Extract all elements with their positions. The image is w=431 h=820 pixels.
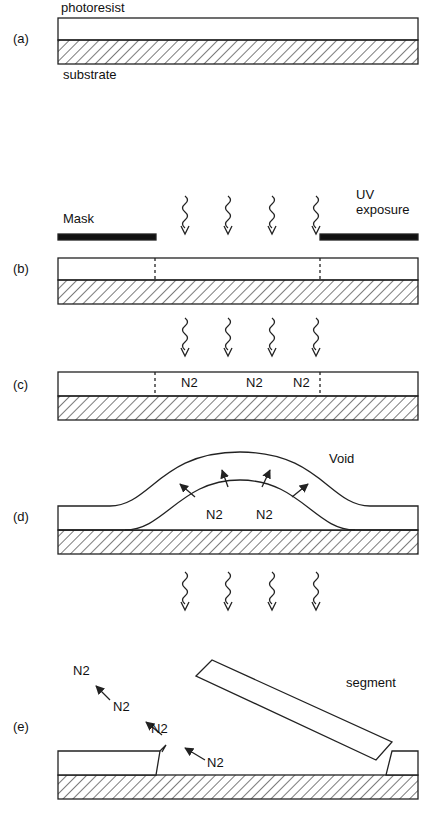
part-name: Mask xyxy=(62,212,95,227)
step-letter: (e) xyxy=(12,720,30,735)
step-letter: (c) xyxy=(12,378,29,393)
region-name: Void xyxy=(328,452,355,467)
gas-label: N2 xyxy=(205,508,224,523)
layer-name: substrate xyxy=(62,68,117,83)
gas-label: N2 xyxy=(292,376,311,391)
gas-label: N2 xyxy=(72,664,91,679)
step-letter: (a) xyxy=(12,32,30,47)
gas-label: N2 xyxy=(206,756,225,771)
step-letter: (b) xyxy=(12,262,30,277)
part-name: UV exposure xyxy=(355,188,427,218)
gas-label: N2 xyxy=(150,722,169,737)
gas-label: N2 xyxy=(112,700,131,715)
gas-label: N2 xyxy=(245,376,264,391)
part-name: segment xyxy=(345,676,397,691)
gas-label: N2 xyxy=(255,508,274,523)
gas-label: N2 xyxy=(180,376,199,391)
layer-name: photoresist xyxy=(60,1,126,16)
step-letter: (d) xyxy=(12,510,30,525)
